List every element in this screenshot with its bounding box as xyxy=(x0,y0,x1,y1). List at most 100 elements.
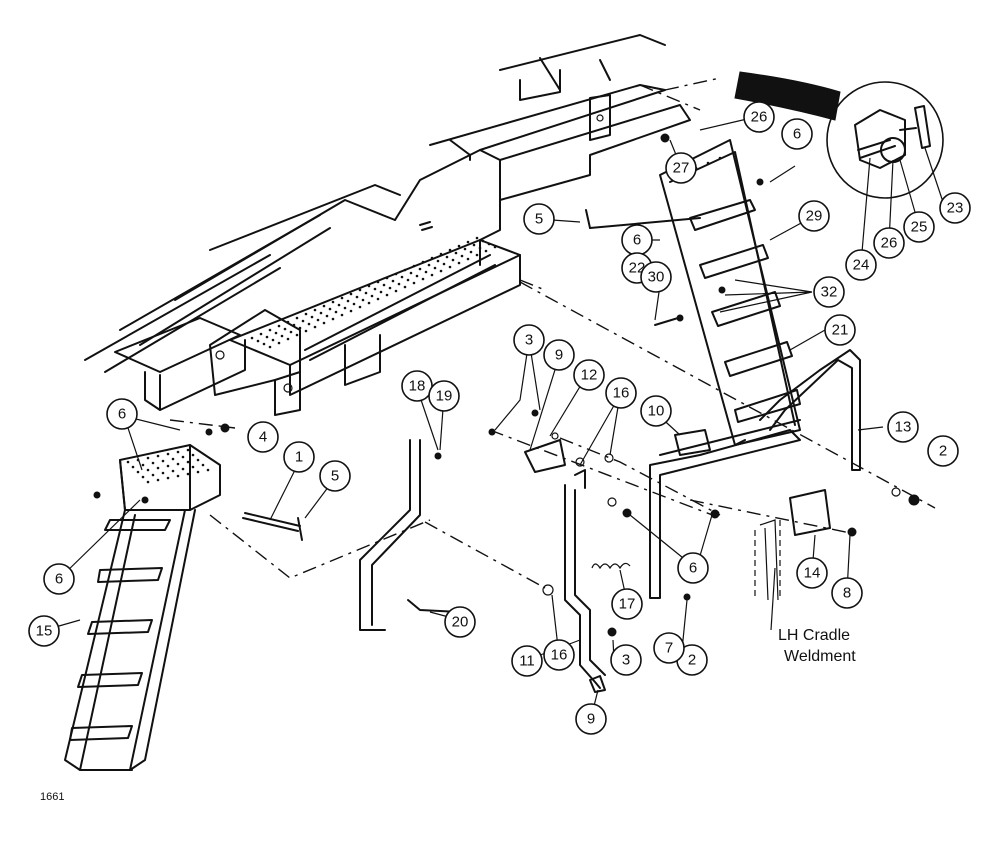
perforation-dot xyxy=(358,305,362,309)
perforation-dot xyxy=(277,324,281,328)
upper-ladder xyxy=(659,139,861,471)
perforation-dot xyxy=(484,249,488,253)
callout-15: 15 xyxy=(28,615,60,647)
perforation-dot xyxy=(161,459,165,463)
perforation-dot xyxy=(146,456,150,460)
callout-20: 20 xyxy=(444,606,476,638)
perforation-dot xyxy=(265,335,269,339)
callout-21: 21 xyxy=(824,314,856,346)
assembly-lines xyxy=(169,279,936,589)
perforation-dot xyxy=(412,264,416,268)
callout-3: 3 xyxy=(513,324,545,356)
component-label-line2: Weldment xyxy=(784,648,856,665)
perforation-dot xyxy=(286,337,290,341)
perforation-dot xyxy=(301,319,305,323)
perforation-dot xyxy=(176,474,180,478)
perforation-dot xyxy=(262,342,266,346)
perforation-dot xyxy=(361,298,365,302)
callout-10: 10 xyxy=(640,395,672,427)
perforation-dot xyxy=(319,311,323,315)
perforation-dot xyxy=(493,245,497,249)
callout-16: 16 xyxy=(605,377,637,409)
svg-text:3: 3 xyxy=(525,332,533,349)
svg-text:9: 9 xyxy=(555,347,563,364)
perforation-dot xyxy=(274,331,278,335)
callout-9: 9 xyxy=(575,703,607,735)
perforation-dot xyxy=(382,283,386,287)
svg-text:6: 6 xyxy=(689,560,697,577)
perforation-dot xyxy=(313,308,317,312)
perforation-dot xyxy=(268,345,272,349)
hardware xyxy=(93,133,920,637)
callout-30: 30 xyxy=(640,261,672,293)
svg-text:7: 7 xyxy=(665,640,673,657)
svg-text:30: 30 xyxy=(648,269,665,286)
svg-text:23: 23 xyxy=(947,200,964,217)
svg-text:6: 6 xyxy=(118,406,126,423)
perforation-dot xyxy=(151,461,155,465)
svg-text:2: 2 xyxy=(939,443,947,460)
perforation-dot xyxy=(442,262,446,266)
callout-8: 8 xyxy=(831,577,863,609)
perforation-dot xyxy=(304,312,308,316)
perforation-dot xyxy=(487,242,491,246)
perforation-dot xyxy=(196,470,200,474)
perforation-dot xyxy=(191,465,195,469)
callout-24: 24 xyxy=(845,249,877,281)
callout-4: 4 xyxy=(247,421,279,453)
perforation-dot xyxy=(131,465,135,469)
perforation-dot xyxy=(430,273,434,277)
perforation-dot xyxy=(161,471,165,475)
callout-23: 23 xyxy=(939,192,971,224)
perforation-dot xyxy=(481,239,485,243)
svg-text:25: 25 xyxy=(911,219,928,236)
perforation-dot xyxy=(186,472,190,476)
perforation-dot xyxy=(156,466,160,470)
perforation-dot xyxy=(457,244,461,248)
callout-26: 26 xyxy=(873,227,905,259)
perforation-dot xyxy=(268,328,272,332)
svg-text:26: 26 xyxy=(881,235,898,252)
perforation-dot xyxy=(191,453,195,457)
perforation-dot xyxy=(280,334,284,338)
svg-text:6: 6 xyxy=(55,571,63,588)
callout-6: 6 xyxy=(106,398,138,430)
perforation-dot xyxy=(325,314,329,318)
perforation-dot xyxy=(388,286,392,290)
perforation-dot xyxy=(433,266,437,270)
callout-32: 32 xyxy=(813,276,845,308)
perforation-dot xyxy=(448,248,452,252)
callout-14: 14 xyxy=(796,557,828,589)
perforation-dot xyxy=(445,255,449,259)
perforation-dot xyxy=(166,452,170,456)
perforation-dot xyxy=(304,329,308,333)
perforation-dot xyxy=(151,473,155,477)
perforation-dot xyxy=(415,274,419,278)
perforation-dot xyxy=(421,260,425,264)
perforation-dot xyxy=(166,476,170,480)
perforation-dot xyxy=(391,279,395,283)
perforation-dot xyxy=(379,290,383,294)
callout-26: 26 xyxy=(743,101,775,133)
perforation-dot xyxy=(376,297,380,301)
svg-text:16: 16 xyxy=(551,647,568,664)
perforation-dot xyxy=(427,263,431,267)
perforation-dot xyxy=(376,280,380,284)
callout-13: 13 xyxy=(887,411,919,443)
perforation-dot xyxy=(466,240,470,244)
perforation-dot xyxy=(403,268,407,272)
perforation-dot xyxy=(259,332,263,336)
perforation-dot xyxy=(316,318,320,322)
svg-text:24: 24 xyxy=(853,257,870,274)
svg-text:12: 12 xyxy=(581,367,598,384)
perforation-dot xyxy=(146,468,150,472)
perforation-dot xyxy=(176,450,180,454)
perforation-dot xyxy=(424,270,428,274)
perforation-dot xyxy=(385,276,389,280)
perforation-dot xyxy=(141,463,145,467)
perforation-dot xyxy=(331,300,335,304)
svg-text:26: 26 xyxy=(751,109,768,126)
perforation-dot xyxy=(355,295,359,299)
svg-text:29: 29 xyxy=(806,208,823,225)
callout-5: 5 xyxy=(523,203,555,235)
